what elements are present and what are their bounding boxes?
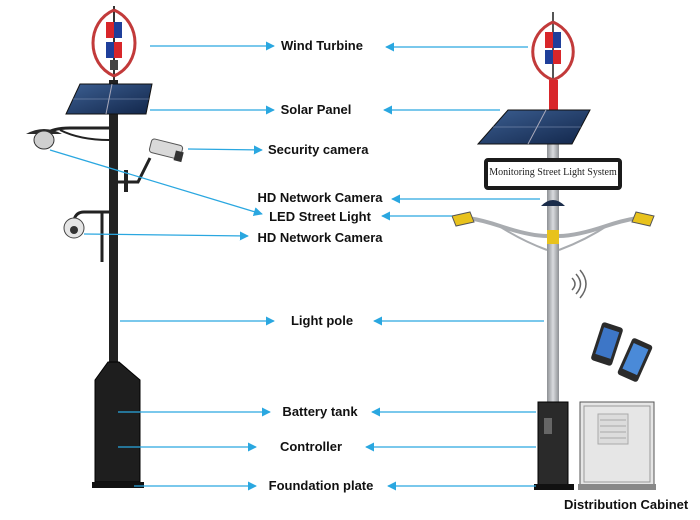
right-pole-shaft — [547, 110, 559, 402]
right-base-controller — [534, 401, 574, 490]
left-security-camera — [118, 138, 184, 184]
arrow-hd-camera-bottom — [83, 231, 249, 241]
right-led-strip — [549, 80, 558, 110]
distribution-cabinet — [578, 401, 656, 490]
right-wind-turbine — [531, 12, 575, 82]
left-led-street-light — [26, 126, 110, 150]
arrow-security-camera — [187, 145, 263, 155]
label-light-pole: Light pole — [290, 313, 354, 328]
label-security-camera: Security camera — [268, 142, 369, 157]
label-hd-network-camera-top: HD Network Camera — [257, 190, 383, 205]
label-controller: Controller — [279, 439, 343, 454]
label-led-street-light: LED Street Light — [269, 209, 371, 224]
right-hd-camera — [541, 200, 565, 206]
pointer-arrows — [49, 41, 544, 491]
monitoring-sign — [484, 158, 622, 190]
arrow-led-street-light-left — [49, 149, 263, 216]
label-wind-turbine: Wind Turbine — [281, 38, 363, 53]
label-hd-network-camera-bottom: HD Network Camera — [257, 230, 383, 245]
right-solar-panel — [476, 109, 591, 145]
left-solar-panel — [65, 83, 153, 115]
label-solar-panel: Solar Panel — [280, 102, 352, 117]
label-foundation-plate: Foundation plate — [268, 478, 374, 493]
right-led-arms — [451, 211, 655, 251]
left-street-light — [26, 6, 184, 488]
right-street-light — [451, 12, 656, 490]
left-dome-camera — [63, 170, 128, 262]
label-battery-tank: Battery tank — [282, 404, 358, 419]
left-wind-turbine — [91, 6, 137, 82]
left-base-battery-tank — [92, 361, 144, 488]
label-distribution-cabinet: Distribution Cabinet — [564, 497, 689, 512]
wireless-signal-icon — [571, 269, 587, 299]
left-pole-shaft — [109, 80, 118, 370]
smartphone-icon — [591, 322, 653, 382]
sign-text: Monitoring Street Light System — [489, 167, 617, 178]
